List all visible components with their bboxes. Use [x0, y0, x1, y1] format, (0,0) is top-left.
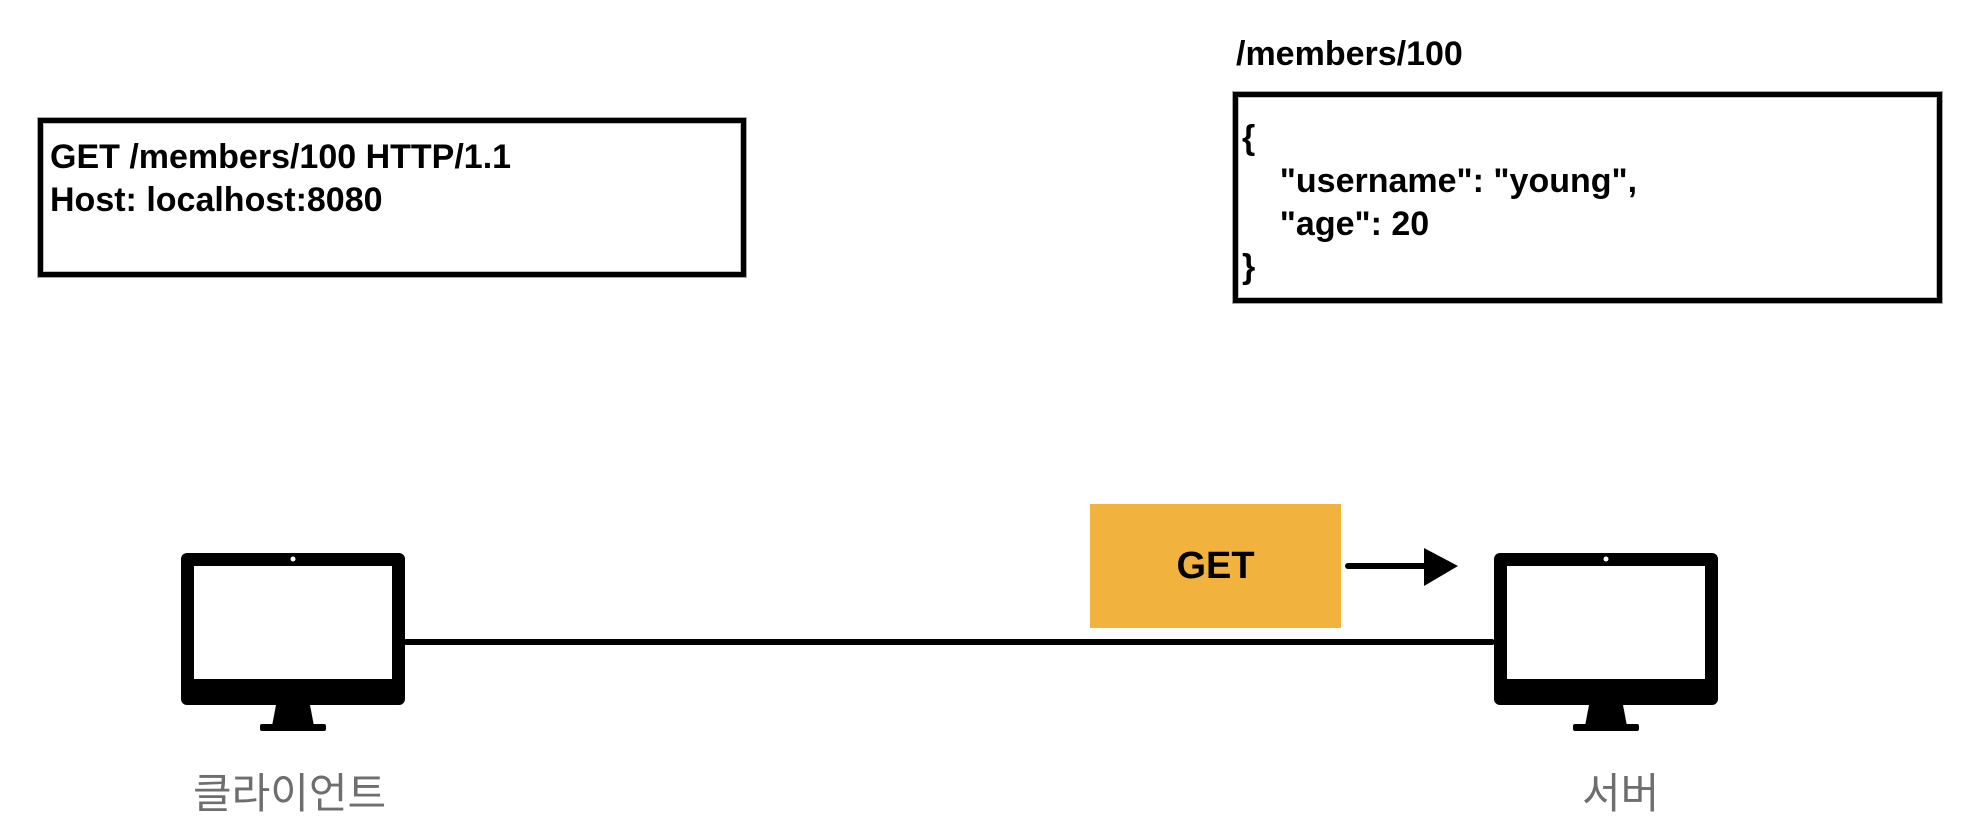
json-line-4: } [1242, 248, 1256, 286]
arrow-head [1424, 548, 1458, 586]
client-label: 클라이언트 [193, 769, 387, 818]
request-line-2: Host: localhost:8080 [50, 181, 383, 219]
server-label: 서버 [1582, 769, 1660, 818]
json-line-2: "username": "young", [1242, 162, 1638, 200]
request-message-box [38, 118, 746, 277]
get-method-badge: GET [1090, 504, 1341, 628]
json-line-3: "age": 20 [1242, 205, 1430, 243]
json-line-1: { [1242, 119, 1256, 157]
resource-title: /members/100 [1236, 35, 1463, 73]
resource-json-box [1233, 92, 1942, 303]
request-line-1: GET /members/100 HTTP/1.1 [50, 138, 512, 176]
get-method-label: GET [1176, 544, 1255, 587]
